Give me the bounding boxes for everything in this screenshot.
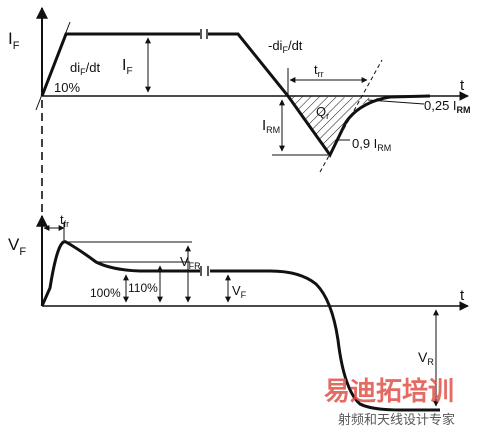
current-waveform [40, 32, 431, 158]
watermark-main: 易迪拓培训 [324, 377, 454, 407]
if-amplitude-label: IF [122, 57, 133, 77]
irm-label: IRM [262, 117, 280, 135]
trr-label: trr [314, 62, 324, 79]
top-current-graph: IF t 10% diF/dt IF -diF/dt trr Qr IRM 0,… [8, 6, 471, 173]
voltage-waveform [40, 240, 440, 412]
pt25-label: 0,25 IRM [424, 98, 471, 115]
top-t-label: t [460, 77, 465, 94]
pt9-label: 0,9 IRM [352, 136, 391, 153]
bottom-y-label: VF [8, 235, 26, 258]
bottom-voltage-graph: VF t tfr VFR 100% 110% VF VR [8, 212, 469, 412]
watermark-sub: 射频和天线设计专家 [338, 412, 455, 428]
slope-tangent [35, 21, 71, 111]
recovery-charge-area [288, 96, 380, 155]
watermark: 易迪拓培训 射频和天线设计专家 [324, 377, 455, 428]
vf-label: VF [232, 283, 247, 300]
pct-110-label: 110% [128, 281, 158, 295]
slope-label: diF/dt [70, 60, 100, 77]
pct-10-label: 10% [54, 80, 80, 95]
recovery-tangent [319, 59, 383, 173]
bottom-t-label: t [460, 287, 465, 304]
tfr-label: tfr [60, 212, 69, 229]
vfr-label: VFR [180, 254, 201, 271]
charge-label: Qr [316, 104, 329, 121]
neg-slope-label: -diF/dt [268, 38, 303, 55]
vr-label: VR [418, 349, 434, 367]
pt25-leader [367, 99, 425, 105]
pct-100-label: 100% [90, 286, 121, 300]
top-y-label: IF [8, 29, 20, 52]
